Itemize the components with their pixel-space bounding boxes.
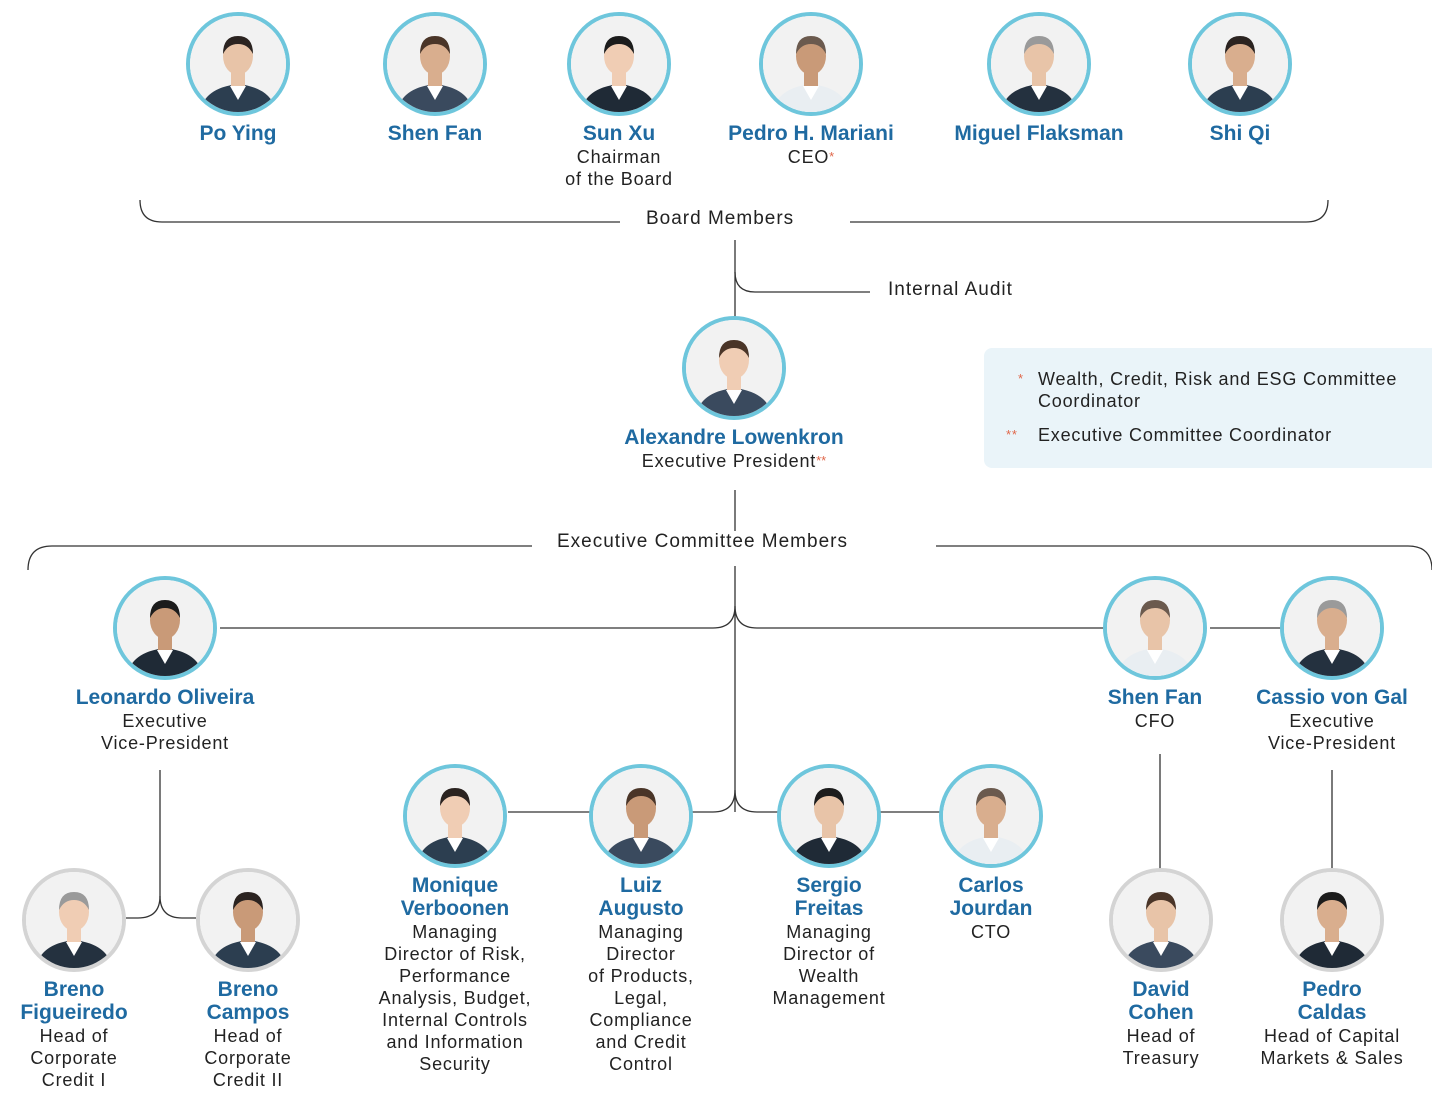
portrait-silhouette-icon	[593, 768, 689, 864]
person-name: Alexandre Lowenkron	[624, 426, 844, 449]
portrait-silhouette-icon	[407, 768, 503, 864]
legend-text: Wealth, Credit, Risk and ESG Committee C…	[1038, 369, 1398, 411]
person-role: Head of Corporate Credit I	[30, 1026, 118, 1090]
board-member-po-ying: Po Ying	[118, 12, 358, 145]
person-role: Executive President	[641, 451, 817, 471]
portrait-silhouette-icon	[190, 16, 286, 112]
person-role-line: CEO*	[691, 146, 931, 168]
portrait-sergio-freitas	[777, 764, 881, 868]
legend-text: Executive Committee Coordinator	[1038, 425, 1332, 445]
executive-committee-label: Executive Committee Members	[545, 531, 860, 553]
exec-member-sergio-freitas: Sergio Freitas Managing Director of Weal…	[709, 764, 949, 1009]
portrait-leonardo-oliveira	[113, 576, 217, 680]
portrait-carlos-jourdan	[939, 764, 1043, 868]
portrait-silhouette-icon	[1284, 580, 1380, 676]
portrait-david-cohen	[1109, 868, 1213, 972]
portrait-silhouette-icon	[117, 580, 213, 676]
executive-president: Alexandre Lowenkron Executive President*…	[614, 316, 854, 472]
portrait-silhouette-icon	[387, 16, 483, 112]
report-breno-figueiredo: Breno Figueiredo Head of Corporate Credi…	[0, 868, 194, 1091]
portrait-po-ying	[186, 12, 290, 116]
person-name: Breno Figueiredo	[20, 978, 128, 1024]
person-role: Head of Capital Markets & Sales	[1260, 1026, 1404, 1068]
person-role: Chairman of the Board	[565, 147, 673, 189]
portrait-breno-campos	[196, 868, 300, 972]
person-name: Shi Qi	[1209, 122, 1271, 145]
person-name: Monique Verboonen	[400, 874, 510, 920]
portrait-breno-figueiredo	[22, 868, 126, 972]
portrait-cassio-von-gal	[1280, 576, 1384, 680]
portrait-silhouette-icon	[763, 16, 859, 112]
person-name: Luiz Augusto	[598, 874, 684, 920]
person-name: Shen Fan	[387, 122, 483, 145]
legend-mark: *	[1018, 371, 1024, 386]
portrait-silhouette-icon	[1192, 16, 1288, 112]
person-role: Executive Vice-President	[1268, 711, 1396, 753]
person-name: Shen Fan	[1107, 686, 1203, 709]
board-member-shi-qi: Shi Qi	[1120, 12, 1360, 145]
exec-member-monique-verboonen: Monique Verboonen Managing Director of R…	[335, 764, 575, 1075]
portrait-silhouette-icon	[1284, 872, 1380, 968]
exec-member-luiz-augusto: Luiz Augusto Managing Director of Produc…	[521, 764, 761, 1075]
coordinator-mark: **	[816, 453, 827, 468]
portrait-silhouette-icon	[1107, 580, 1203, 676]
person-name: Carlos Jourdan	[949, 874, 1033, 920]
person-name: Breno Campos	[206, 978, 290, 1024]
portrait-miguel-flaksman	[987, 12, 1091, 116]
person-role: Executive Vice-President	[101, 711, 229, 753]
board-member-miguel-flaksman: Miguel Flaksman	[919, 12, 1159, 145]
legend-box: * Wealth, Credit, Risk and ESG Committee…	[984, 348, 1432, 468]
person-role: Managing Director of Risk, Performance A…	[378, 922, 532, 1074]
portrait-shi-qi	[1188, 12, 1292, 116]
board-member-pedro-mariani: Pedro H. Mariani CEO*	[691, 12, 931, 168]
report-david-cohen: David Cohen Head of Treasury	[1041, 868, 1281, 1069]
portrait-pedro-mariani	[759, 12, 863, 116]
legend-mark: **	[1006, 427, 1018, 442]
person-role: Head of Treasury	[1122, 1026, 1200, 1068]
portrait-monique-verboonen	[403, 764, 507, 868]
report-breno-campos: Breno Campos Head of Corporate Credit II	[128, 868, 368, 1091]
portrait-silhouette-icon	[26, 872, 122, 968]
board-member-shen-fan: Shen Fan	[315, 12, 555, 145]
person-role: Head of Corporate Credit II	[204, 1026, 292, 1090]
portrait-luiz-augusto	[589, 764, 693, 868]
exec-member-cassio-von-gal: Cassio von Gal Executive Vice-President	[1212, 576, 1432, 754]
portrait-silhouette-icon	[200, 872, 296, 968]
board-members-label: Board Members	[634, 208, 807, 230]
person-role: CTO	[970, 922, 1012, 942]
person-name: Sun Xu	[582, 122, 656, 145]
person-name: Miguel Flaksman	[954, 122, 1124, 145]
portrait-silhouette-icon	[1113, 872, 1209, 968]
person-name: Pedro H. Mariani	[728, 122, 894, 145]
person-name: Leonardo Oliveira	[75, 686, 255, 709]
person-role: Managing Director of Products, Legal, Co…	[588, 922, 694, 1074]
person-role-line: Executive President**	[614, 450, 854, 472]
person-name: Pedro Caldas	[1297, 978, 1367, 1024]
portrait-sun-xu	[567, 12, 671, 116]
person-name: Cassio von Gal	[1256, 686, 1408, 709]
person-role: CEO	[787, 147, 830, 167]
person-role: Managing Director of Wealth Management	[772, 922, 886, 1008]
exec-member-carlos-jourdan: Carlos Jourdan CTO	[871, 764, 1111, 943]
person-name: Po Ying	[199, 122, 277, 145]
exec-member-leonardo-oliveira: Leonardo Oliveira Executive Vice-Preside…	[45, 576, 285, 754]
portrait-pedro-caldas	[1280, 868, 1384, 972]
portrait-silhouette-icon	[943, 768, 1039, 864]
portrait-shen-fan-cfo	[1103, 576, 1207, 680]
portrait-alexandre-lowenkron	[682, 316, 786, 420]
portrait-silhouette-icon	[991, 16, 1087, 112]
portrait-silhouette-icon	[686, 320, 782, 416]
person-name: David Cohen	[1128, 978, 1194, 1024]
portrait-silhouette-icon	[571, 16, 667, 112]
exec-member-shen-fan: Shen Fan CFO	[1035, 576, 1275, 732]
coordinator-mark: *	[829, 149, 835, 164]
portrait-silhouette-icon	[781, 768, 877, 864]
person-role: CFO	[1134, 711, 1176, 731]
internal-audit-label: Internal Audit	[876, 279, 1025, 301]
person-name: Sergio Freitas	[794, 874, 864, 920]
report-pedro-caldas: Pedro Caldas Head of Capital Markets & S…	[1212, 868, 1432, 1069]
board-member-sun-xu: Sun Xu Chairman of the Board	[499, 12, 739, 190]
portrait-shen-fan	[383, 12, 487, 116]
